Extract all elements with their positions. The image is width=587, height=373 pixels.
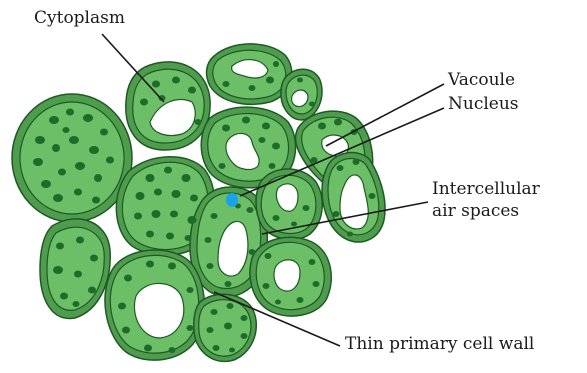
cell-lower-right [250, 237, 331, 316]
nucleus-dot [226, 193, 238, 207]
intercellular-label-line2: air spaces [432, 200, 540, 222]
cell-small-top-right [281, 69, 322, 120]
nucleus-label: Nucleus [448, 94, 519, 114]
intercellular-air-spaces-label: Intercellular air spaces [432, 178, 540, 222]
cell-far-right [322, 153, 385, 242]
cytoplasm-label: Cytoplasm [34, 8, 125, 28]
vacuole-label: Vacoule [448, 70, 515, 90]
cell-wall-label: Thin primary cell wall [345, 334, 534, 354]
cell-top-middle [207, 44, 292, 104]
intercellular-label-line1: Intercellular [432, 178, 540, 200]
